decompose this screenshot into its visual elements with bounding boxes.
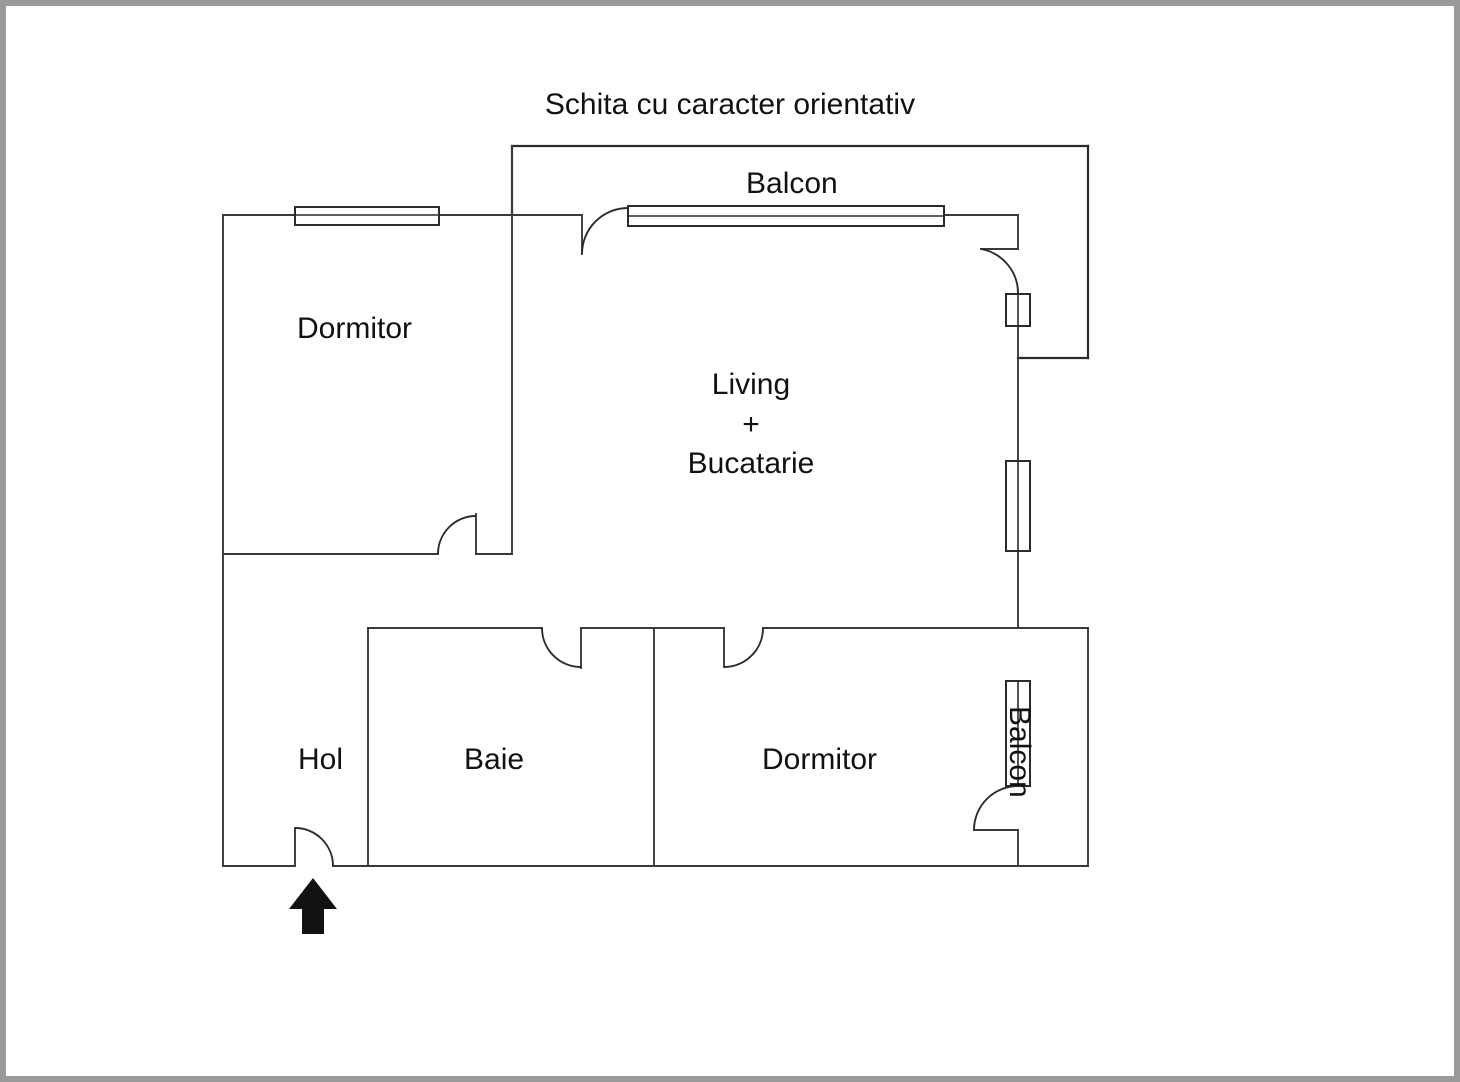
window-living-east-small [1005, 293, 1031, 327]
window-living-east-large [1005, 460, 1031, 552]
window-balcon-bottom [1005, 680, 1031, 787]
door-entrance [294, 827, 334, 867]
window-dormitor-top [294, 206, 440, 226]
room-label-balcon-top: Balcon [746, 167, 838, 200]
room-label-baie: Baie [464, 743, 525, 776]
room-label-living: Living + Bucatarie [626, 368, 876, 481]
door-balcon-top [581, 207, 629, 255]
door-balcon-side [980, 248, 1019, 295]
door-dormitor-top [437, 515, 477, 555]
living-east-wall [980, 214, 1019, 629]
window-balcon-top [627, 205, 945, 227]
room-label-living-plus: + [742, 407, 760, 441]
floor-plan-drawing [222, 144, 1090, 934]
room-label-hol: Hol [298, 743, 344, 776]
room-label-balcon-bottom: Balcon [1003, 706, 1036, 798]
entrance-arrow-icon [289, 878, 337, 934]
door-baie [541, 627, 582, 668]
dormitor-bottom-north-wall [653, 627, 725, 668]
dormitor-top-outline [222, 145, 513, 555]
baie-outline [367, 627, 655, 867]
room-label-living-line1: Living [711, 368, 791, 401]
room-label-living-line3: Bucatarie [687, 447, 815, 481]
room-label-dormitor-bottom: Dormitor [762, 743, 878, 776]
door-balcon-bottom [973, 785, 1019, 867]
room-label-dormitor-top: Dormitor [297, 312, 413, 345]
page-title: Schita cu caracter orientativ [544, 88, 916, 121]
door-dormitor-bottom [723, 627, 764, 668]
lower-block-outline [222, 553, 1089, 867]
